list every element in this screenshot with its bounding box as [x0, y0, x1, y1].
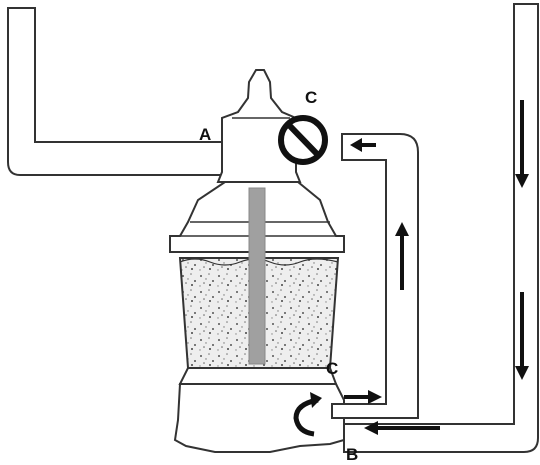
return-pipe: [331, 133, 419, 419]
flow-arrow-right-pump-out: [344, 390, 382, 404]
label-c-bottom: C: [326, 359, 338, 378]
pump-housing: [178, 367, 338, 385]
curved-arrow-icon: [293, 392, 322, 437]
label-a: A: [199, 125, 211, 144]
base: [173, 383, 345, 453]
flow-arrow-down-outlet-upper: [515, 100, 529, 188]
standpipe: [248, 187, 266, 365]
outlet-pipe: [343, 3, 539, 453]
flow-arrow-up-return: [395, 222, 409, 290]
prohibition-sign-icon: [278, 115, 328, 165]
inlet-pipe: [7, 7, 223, 176]
valve-head: [216, 69, 302, 183]
flow-arrow-down-outlet-lower: [515, 292, 529, 380]
flow-arrow-left-into-pump: [364, 421, 440, 435]
flow-arrow-into-valve: [350, 138, 376, 152]
label-b: B: [346, 445, 358, 464]
label-c-top: C: [305, 88, 317, 107]
